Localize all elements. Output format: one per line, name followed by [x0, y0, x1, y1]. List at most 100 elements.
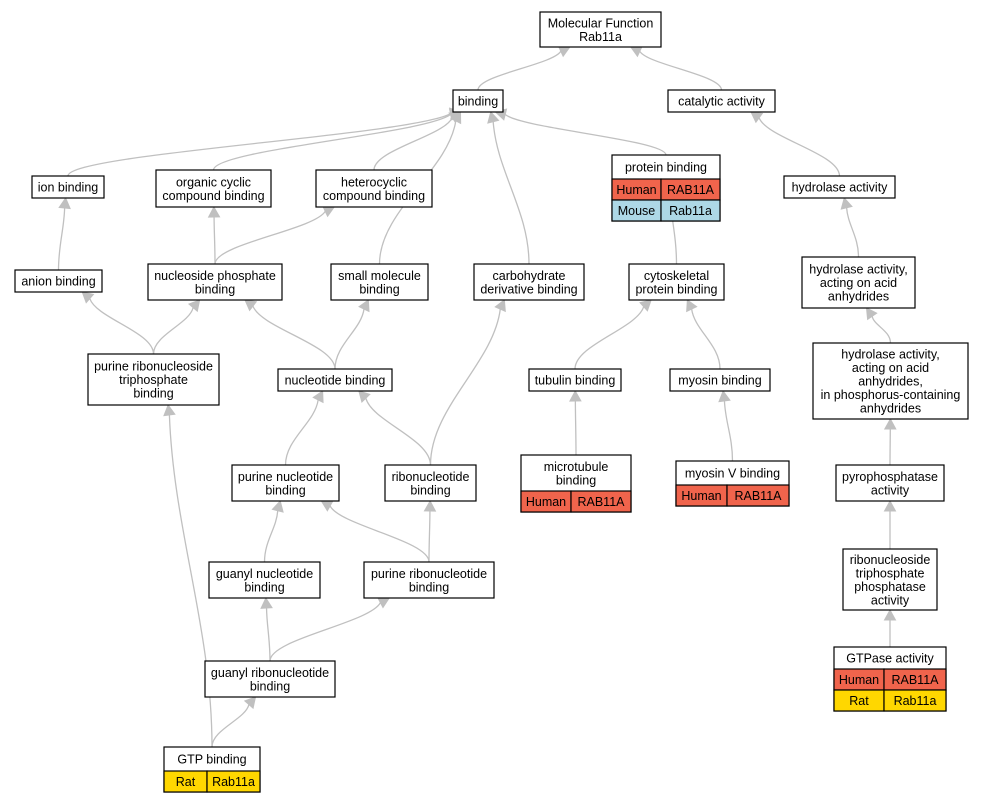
node-hydrophos-label-line: acting on acid [852, 361, 929, 375]
node-gtp-species-org: Rat [176, 775, 196, 789]
node-anion-label-line: anion binding [21, 275, 95, 289]
node-ion[interactable]: ion binding [31, 175, 105, 199]
edge-binding-to-root [477, 50, 562, 91]
arrowhead-micro-to-tubulin [569, 389, 582, 402]
arrowhead-purnuc-to-nucleotide [312, 390, 324, 404]
node-nucleotide[interactable]: nucleotide binding [277, 368, 393, 392]
node-hydrolase-label-line: hydrolase activity [792, 181, 889, 195]
arrowhead-nucphos-to-organic [207, 205, 221, 218]
arrowhead-myosinv-to-myosin [718, 389, 731, 403]
node-protein-species-gene: RAB11A [667, 183, 715, 197]
node-purribo-label-line: purine ribonucleotide [371, 567, 487, 581]
edge-hydrolase-to-catalytic [758, 117, 841, 177]
node-catalytic[interactable]: catalytic activity [667, 89, 776, 113]
node-guanyl-label-line: binding [244, 580, 284, 594]
node-micro-species-gene: RAB11A [577, 495, 625, 509]
node-hetero-box [315, 169, 433, 208]
node-myosinv-species-gene-cell [726, 484, 790, 507]
node-gtpase-label-line: GTPase activity [846, 652, 934, 666]
node-gtp-label-line: GTP binding [177, 753, 246, 767]
node-myosin-label-line: myosin binding [678, 374, 761, 388]
edge-hydroacid-to-hydrolase [845, 207, 860, 258]
arrowhead-smallmol-to-binding [449, 111, 462, 125]
arrowhead-ribonuc-to-carb [494, 299, 506, 313]
node-myosin-box [669, 368, 771, 392]
edge-gtp-to-guanylribo [211, 704, 250, 748]
node-pyro-label-line: pyrophosphatase [842, 470, 938, 484]
arrowhead-myosin-to-cyto [686, 299, 698, 313]
node-hydrophos-label-line: anhydrides [860, 402, 921, 416]
node-guanyl-label-line: guanyl nucleotide [216, 567, 313, 581]
node-ribotri-label-line: activity [871, 593, 910, 607]
node-hydroacid-label-line: acting on acid [820, 276, 897, 290]
edge-ribonuc-to-carb [429, 309, 501, 466]
node-cyto-box [628, 263, 725, 301]
node-tubulin-box [528, 368, 622, 392]
node-hydrolase[interactable]: hydrolase activity [783, 175, 896, 199]
node-purribo-label-line: binding [409, 580, 449, 594]
edge-catalytic-to-root [639, 50, 723, 91]
node-hydrophos[interactable]: hydrolase activity,acting on acidanhydri… [812, 342, 969, 420]
node-carb-label-line: derivative binding [480, 282, 577, 296]
node-tubulin[interactable]: tubulin binding [528, 368, 622, 392]
node-catalytic-label-line: catalytic activity [678, 95, 766, 109]
node-tubulin-label-line: tubulin binding [535, 374, 616, 388]
edge-hydrophos-to-hydroacid [871, 316, 892, 344]
edge-myosin-to-cyto [691, 308, 721, 370]
edge-nucleotide-to-nucphos [252, 305, 336, 370]
node-organic-label-line: compound binding [162, 189, 264, 203]
node-hydroacid[interactable]: hydrolase activity,acting on acidanhydri… [801, 256, 916, 309]
edge-gtp-to-purtri [168, 414, 213, 748]
edge-anion-to-ion [57, 207, 66, 271]
node-root-label-line: Rab11a [579, 30, 622, 44]
node-myosinv-species-org: Human [681, 489, 721, 503]
node-protein-species-org: Human [616, 183, 656, 197]
node-myosin[interactable]: myosin binding [669, 368, 771, 392]
node-cyto-label-line: protein binding [635, 282, 717, 296]
node-ribonuc-box [384, 464, 477, 502]
node-carb-box [473, 263, 585, 301]
edge-purribo-to-purnuc [329, 505, 430, 563]
arrowhead-purribo-to-ribonuc [423, 499, 437, 512]
node-gtpase-species-gene-cell [883, 689, 947, 712]
edge-ribonuc-to-nucleotide [365, 397, 432, 466]
node-myosinv-label-line: myosin V binding [685, 467, 780, 481]
node-purtri-label-line: binding [133, 387, 173, 401]
node-gtpase-species-gene: RAB11A [891, 673, 939, 687]
edge-nucleotide-to-smallmol [334, 308, 365, 370]
node-hydroacid-box [801, 256, 916, 309]
node-smallmol-label-line: small molecule [338, 269, 421, 283]
node-ribotri-label-line: phosphatase [854, 580, 926, 594]
arrowhead-purribo-to-purnuc [320, 500, 334, 512]
node-organic-box [155, 169, 272, 208]
node-micro-label-line: microtubule [544, 460, 609, 474]
node-ion-box [31, 175, 105, 199]
node-ion-label-line: ion binding [38, 181, 99, 195]
node-anion[interactable]: anion binding [14, 269, 103, 293]
arrowhead-purtri-to-anion [81, 291, 95, 304]
node-binding[interactable]: binding [452, 89, 504, 113]
node-hetero-label-line: heterocyclic [341, 175, 407, 189]
node-ribotri[interactable]: ribonucleosidetriphosphatephosphataseact… [842, 548, 938, 611]
node-gtpase-species-org: Human [839, 673, 879, 687]
edge-guanyl-to-purnuc [263, 510, 279, 563]
